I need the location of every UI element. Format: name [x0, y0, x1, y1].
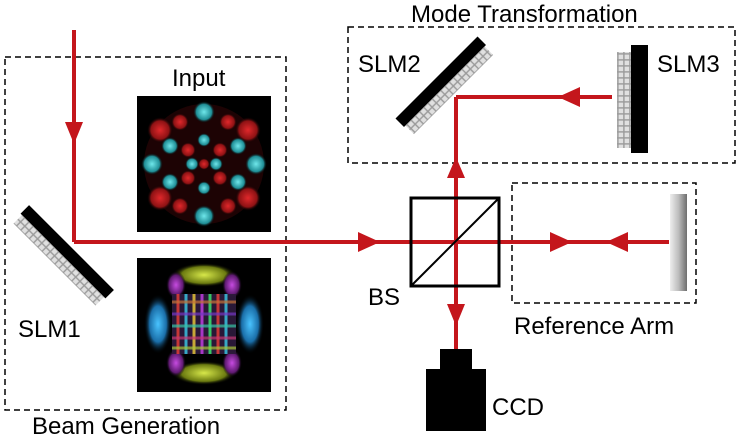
generated-beam-grid [172, 294, 236, 354]
beam-generation-box [4, 56, 287, 411]
arrow-right-to-ref [550, 232, 572, 252]
slm2-label: SLM2 [358, 51, 421, 78]
arrow-down-to-ccd [447, 304, 465, 326]
slm3-device [617, 45, 648, 153]
arrow-right-to-bs [358, 232, 380, 252]
mode-transformation-box [347, 26, 736, 164]
beam-direction-arrows [65, 87, 628, 326]
ccd-label: CCD [492, 394, 544, 421]
arrow-left-from-ref [606, 232, 628, 252]
slm3-label: SLM3 [657, 51, 720, 78]
slm2-device [395, 36, 494, 135]
arrow-up-to-slm2 [447, 157, 465, 178]
input-beam-profile-image [137, 96, 271, 232]
slm1-device [13, 205, 114, 306]
beam-generation-label: Beam Generation [32, 413, 220, 436]
bs-label: BS [368, 284, 400, 311]
generated-beam-image [137, 258, 271, 392]
slm1-label: SLM1 [18, 316, 81, 343]
ccd-camera [426, 349, 486, 431]
reference-arm-box [511, 182, 697, 304]
input-profile-pattern [141, 101, 267, 227]
mode-transformation-label: Mode Transformation [411, 1, 638, 28]
reference-mirror [670, 194, 687, 291]
beam-splitter [409, 196, 501, 288]
arrow-down-input [65, 122, 83, 144]
reference-arm-label: Reference Arm [514, 313, 674, 340]
arrow-left-from-slm3 [558, 87, 580, 107]
input-label: Input [172, 65, 226, 92]
